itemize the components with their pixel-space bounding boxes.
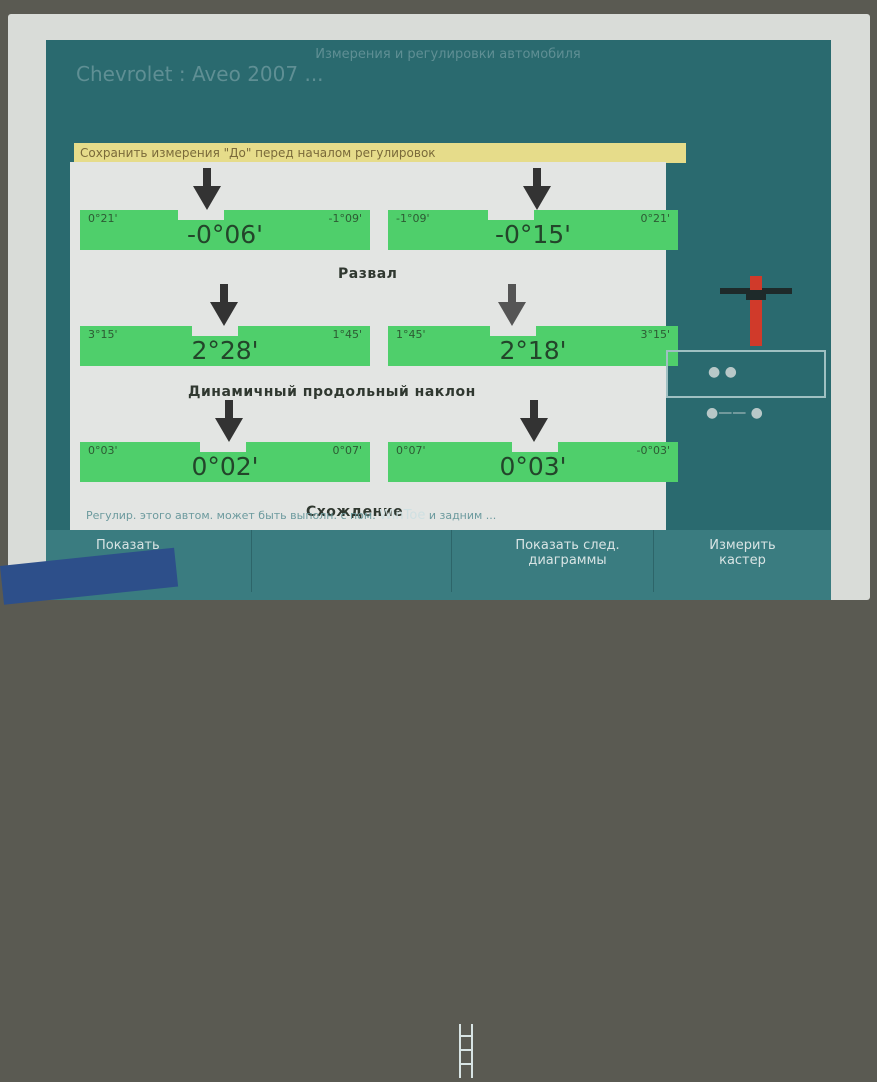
window-title: Измерения и регулировки автомобиля xyxy=(315,47,581,62)
gauge-right-limit: -0°03' xyxy=(636,444,671,457)
ladder-icon xyxy=(459,1024,473,1078)
vehicle-diagram-selected[interactable]: ● ● xyxy=(666,350,826,398)
gauge-right-limit: 0°07' xyxy=(332,444,362,457)
camber-right-gauge: -1°09' 0°21' -0°15' xyxy=(388,168,678,252)
gauge-left-limit: 0°21' xyxy=(88,212,118,225)
caster-right-gauge: 1°45' 3°15' 2°18' xyxy=(388,284,678,368)
gauge-value: 2°28' xyxy=(191,336,259,365)
gauge-left-limit: 0°03' xyxy=(88,444,118,457)
arrow-down-icon xyxy=(215,400,243,442)
section-label-toe: Схождение xyxy=(306,504,404,520)
arrow-down-icon xyxy=(210,284,238,326)
show-next-diagrams-button[interactable]: Показать след. диаграммы xyxy=(482,530,654,592)
front-wheels-icon: ● ● xyxy=(708,364,737,380)
gauge-right-limit: 1°45' xyxy=(332,328,362,341)
button-label-line1: Показать xyxy=(96,538,160,553)
gauge-notch xyxy=(490,326,536,336)
gauge-notch xyxy=(512,442,558,452)
toe-left-gauge: 0°03' 0°07' 0°02' xyxy=(80,400,370,484)
caster-left-gauge: 3°15' 1°45' 2°28' xyxy=(80,284,370,368)
button-label-line2: диаграммы xyxy=(528,553,607,568)
gauge-left-limit: 1°45' xyxy=(396,328,426,341)
bottom-toolbar: Показать измерения Показать след. диагра… xyxy=(46,530,831,1078)
button-label-line1: Измерить xyxy=(709,538,776,553)
arrow-down-icon xyxy=(193,168,221,210)
measure-caster-button[interactable]: Измерить кастер xyxy=(654,530,831,592)
gauge-notch xyxy=(178,210,224,220)
gauge-right-limit: 0°21' xyxy=(640,212,670,225)
status-line: Регулир. этого автом. может быть выполн.… xyxy=(86,508,826,523)
gauge-notch xyxy=(488,210,534,220)
gauge-notch xyxy=(192,326,238,336)
app-screen: Измерения и регулировки автомобиля Chevr… xyxy=(46,40,831,1078)
gauge-value: 2°18' xyxy=(499,336,567,365)
gauge-value: 0°03' xyxy=(499,452,567,481)
gauge-left-limit: 3°15' xyxy=(88,328,118,341)
gauge-left-limit: -1°09' xyxy=(396,212,430,225)
gauge-value: -0°06' xyxy=(186,220,264,249)
gauge-right-limit: -1°09' xyxy=(328,212,363,225)
empty-button[interactable] xyxy=(252,530,452,592)
arrow-down-icon xyxy=(498,284,526,326)
gauge-value: -0°15' xyxy=(494,220,572,249)
rear-wheels-icon: ●—— ● xyxy=(706,405,763,421)
arrow-down-icon xyxy=(523,168,551,210)
section-label-camber: Развал xyxy=(338,266,398,282)
caster-wheel-icon xyxy=(720,276,792,346)
gauge-left-limit: 0°07' xyxy=(396,444,426,457)
gauge-right-limit: 3°15' xyxy=(640,328,670,341)
arrow-down-icon xyxy=(520,400,548,442)
gauge-bar xyxy=(80,210,370,250)
toe-right-gauge: 0°07' -0°03' 0°03' xyxy=(388,400,678,484)
status-text: Регулир. этого автом. может быть выполн.… xyxy=(86,509,376,522)
camber-left-gauge: 0°21' -1°09' -0°06' xyxy=(80,168,370,252)
button-label-line2: кастер xyxy=(719,553,766,568)
status-suffix: и задним ... xyxy=(428,509,497,522)
save-before-notice: Сохранить измерения "До" перед началом р… xyxy=(74,143,686,163)
vehicle-name: Chevrolet : Aveo 2007 ... xyxy=(76,62,324,86)
measurements-panel: 0°21' -1°09' -0°06' -1°09' 0°21' -0°15' … xyxy=(70,162,678,540)
section-label-caster: Динамичный продольный наклон xyxy=(188,384,476,400)
gauge-value: 0°02' xyxy=(191,452,259,481)
status-wintoe: WinToe xyxy=(379,508,426,523)
gauge-notch xyxy=(200,442,246,452)
button-label-line1: Показать след. xyxy=(515,538,620,553)
